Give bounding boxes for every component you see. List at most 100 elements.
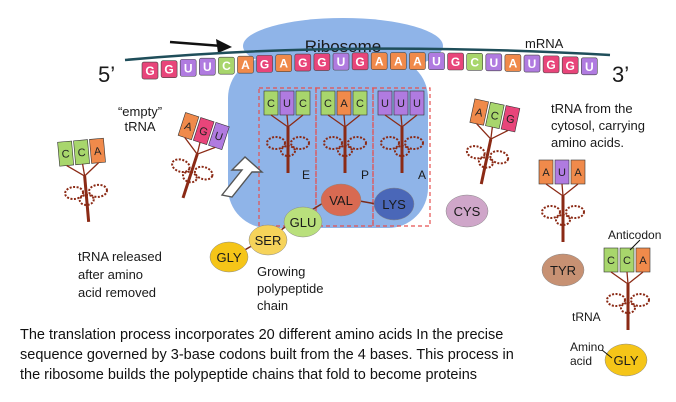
cytosol-label: tRNA from the cytosol, carrying amino ac…	[551, 100, 645, 151]
mrna-label: mRNA	[525, 36, 564, 51]
growing-label-line3: chain	[257, 298, 289, 313]
svg-text:GLY: GLY	[216, 250, 241, 265]
svg-text:C: C	[607, 255, 615, 267]
svg-text:U: U	[397, 98, 405, 110]
svg-text:C: C	[489, 110, 499, 123]
caption-line-2: sequence governed by 3-base codons built…	[20, 347, 514, 363]
svg-text:U: U	[558, 167, 566, 179]
svg-text:A: A	[93, 145, 102, 158]
svg-text:U: U	[528, 57, 537, 71]
mrna-base: G	[256, 55, 273, 73]
svg-text:U: U	[283, 98, 291, 110]
svg-text:G: G	[298, 56, 307, 70]
site-label-e: E	[302, 168, 310, 182]
mrna-base: G	[561, 56, 579, 75]
mrna-base: A	[504, 54, 522, 72]
svg-text:U: U	[585, 60, 594, 74]
mrna-base: G	[294, 53, 312, 72]
mrna-base: A	[409, 52, 426, 70]
caption-line-1: The translation process incorporates 20 …	[20, 327, 504, 343]
svg-text:G: G	[355, 55, 364, 69]
ribosome-label: Ribosome	[305, 37, 382, 56]
svg-text:A: A	[183, 120, 194, 134]
three-prime-end: 3’	[612, 62, 629, 87]
svg-text:G: G	[317, 56, 326, 70]
svg-text:U: U	[432, 55, 441, 69]
amino-glu: GLU	[283, 206, 323, 238]
svg-text:A: A	[542, 167, 550, 179]
svg-text:G: G	[197, 125, 209, 139]
five-prime-end: 5’	[98, 62, 115, 87]
mrna-backbone	[124, 47, 611, 62]
released-label-line1: tRNA released	[78, 249, 162, 264]
svg-text:A: A	[279, 57, 288, 71]
amino-acid-pointer	[601, 349, 613, 359]
svg-text:LYS: LYS	[382, 197, 406, 212]
direction-arrow-icon	[169, 39, 232, 53]
mrna-base: G	[351, 52, 369, 71]
svg-text:SER: SER	[255, 233, 282, 248]
mrna-base: A	[370, 52, 388, 70]
svg-text:G: G	[164, 63, 173, 77]
svg-text:G: G	[260, 57, 269, 71]
svg-text:U: U	[184, 61, 193, 75]
released-label-line2: after amino	[78, 267, 144, 282]
mrna-base: U	[523, 54, 541, 73]
svg-text:G: G	[451, 55, 460, 69]
svg-text:G: G	[546, 58, 555, 72]
caption-line-3: the ribosome builds the polypeptide chai…	[20, 367, 478, 383]
svg-text:VAL: VAL	[329, 193, 353, 208]
cytosol-label-line2: cytosol, carrying	[551, 118, 645, 133]
site-label-p: P	[361, 168, 369, 182]
mrna-base: U	[428, 52, 445, 71]
caption: The translation process incorporates 20 …	[20, 325, 580, 385]
amino-gly-2: GLY	[604, 343, 648, 377]
amino-lys: LYS	[373, 187, 415, 221]
released-label-line3: acid removed	[78, 285, 157, 300]
svg-text:GLU: GLU	[290, 215, 317, 230]
site-label-a: A	[418, 168, 426, 182]
trna-label: tRNA	[572, 310, 601, 324]
mrna-base: C	[218, 56, 235, 75]
mrna-base: U	[332, 52, 350, 71]
amino-ser: SER	[248, 224, 288, 256]
svg-text:C: C	[267, 98, 275, 110]
amino-acid-label-line1: Amino	[570, 340, 605, 354]
mrna-base: U	[199, 57, 216, 76]
svg-text:U: U	[489, 56, 498, 70]
mrna-base: U	[485, 53, 503, 72]
amino-val: VAL	[320, 183, 362, 217]
mrna-base: G	[542, 55, 560, 74]
svg-text:A: A	[340, 98, 348, 110]
svg-text:A: A	[241, 58, 250, 72]
empty-trna-label: “empty” tRNA	[110, 104, 170, 134]
mrna-base: U	[580, 57, 598, 76]
mrna-base: G	[447, 52, 464, 71]
growing-chain-label: Growing polypeptide chain	[257, 263, 324, 314]
svg-text:A: A	[474, 106, 484, 119]
amino-tyr: TYR	[541, 253, 585, 287]
svg-text:C: C	[77, 147, 86, 160]
svg-text:CYS: CYS	[454, 204, 481, 219]
mrna-base: G	[160, 60, 178, 78]
amino-gly: GLY	[209, 241, 249, 273]
empty-trna-label-line1: “empty”	[117, 104, 163, 119]
released-label: tRNA released after amino acid removed	[78, 248, 162, 302]
svg-text:C: C	[299, 98, 307, 110]
svg-text:U: U	[381, 98, 389, 110]
svg-text:A: A	[375, 55, 384, 69]
mrna-base: C	[466, 53, 484, 71]
svg-text:U: U	[203, 60, 212, 74]
mrna-base: U	[179, 59, 197, 77]
ribosome-sites	[258, 87, 431, 227]
svg-text:C: C	[356, 98, 364, 110]
